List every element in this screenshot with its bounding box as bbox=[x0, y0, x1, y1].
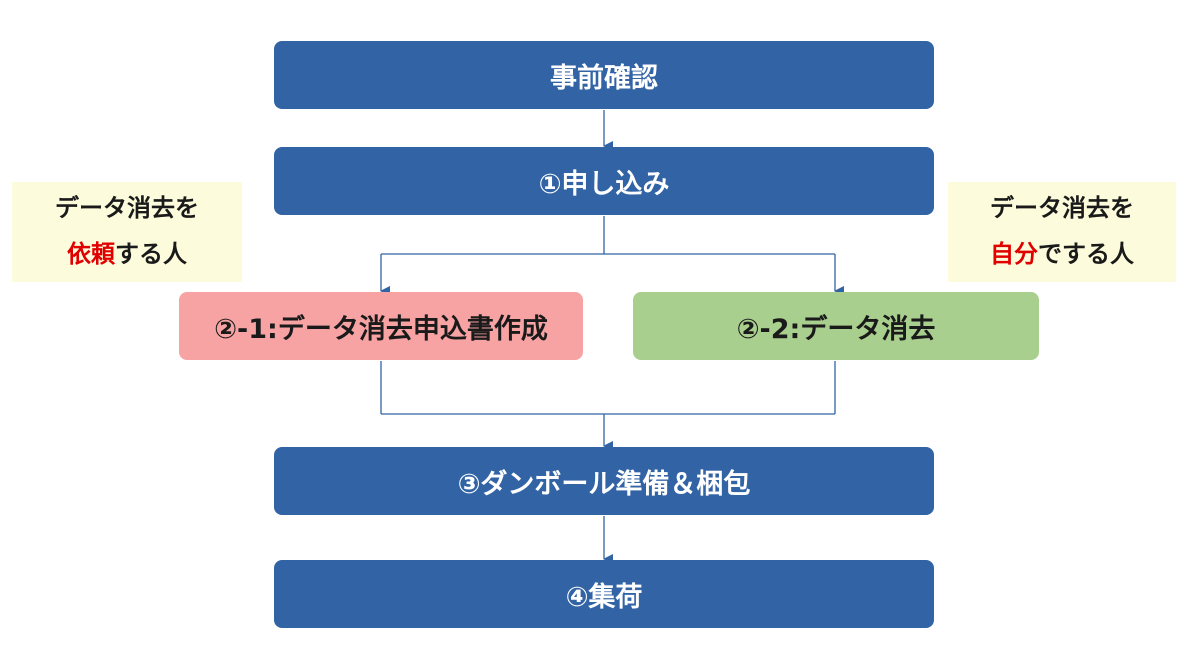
note-self-highlight: 自分 bbox=[990, 240, 1038, 268]
step-2-1: ②-1:データ消去申込書作成 bbox=[179, 292, 583, 360]
step-pack-label: ③ダンボール準備＆梱包 bbox=[457, 468, 751, 500]
step-confirm-label: 事前確認 bbox=[550, 62, 658, 94]
note-requester-line2: 依頼する人 bbox=[67, 232, 187, 278]
note-self-line2: 自分でする人 bbox=[990, 232, 1134, 278]
step-pickup: ④集荷 bbox=[274, 560, 934, 628]
step-apply-label: ①申し込み bbox=[538, 168, 670, 200]
note-requester-rest: する人 bbox=[115, 240, 187, 268]
step-confirm: 事前確認 bbox=[274, 41, 934, 109]
step-2-1-label: ②-1:データ消去申込書作成 bbox=[214, 313, 548, 345]
step-pack: ③ダンボール準備＆梱包 bbox=[274, 447, 934, 515]
note-self-rest: でする人 bbox=[1038, 240, 1134, 268]
step-apply: ①申し込み bbox=[274, 147, 934, 215]
step-2-2: ②-2:データ消去 bbox=[633, 292, 1039, 360]
note-self: データ消去を 自分でする人 bbox=[948, 182, 1176, 282]
note-self-line1: データ消去を bbox=[990, 194, 1134, 223]
step-pickup-label: ④集荷 bbox=[565, 581, 643, 613]
step-2-2-label: ②-2:データ消去 bbox=[736, 313, 936, 345]
note-requester-highlight: 依頼 bbox=[67, 240, 115, 268]
note-requester-line1: データ消去を bbox=[55, 194, 199, 223]
note-requester: データ消去を 依頼する人 bbox=[12, 182, 242, 282]
